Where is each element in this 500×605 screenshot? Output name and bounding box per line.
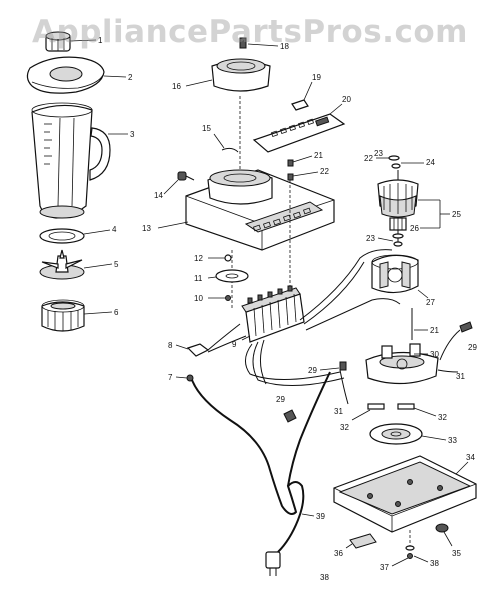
callout-p32a: 32 (340, 423, 349, 432)
callout-p25: 25 (452, 210, 461, 219)
callout-p36: 36 (334, 549, 343, 558)
switch-block (241, 285, 305, 343)
clip (221, 147, 239, 153)
washer-23 (393, 241, 403, 247)
label-plate (349, 533, 377, 549)
filler-cap (45, 31, 71, 52)
knob (291, 99, 309, 111)
grommet-29-right (439, 321, 473, 361)
callout-p23a: 23 (374, 149, 383, 158)
callout-p21a: 21 (314, 151, 323, 160)
callout-p9: 9 (232, 340, 237, 349)
callout-p29a: 29 (276, 395, 285, 404)
grommet-29-mid (339, 361, 347, 371)
callout-p33: 33 (448, 436, 457, 445)
callout-p12: 12 (194, 254, 203, 263)
power-plug (265, 551, 281, 576)
callout-p39: 39 (316, 512, 325, 521)
callout-p3: 3 (130, 130, 135, 139)
callout-p31b: 31 (456, 372, 465, 381)
spacer-21 (287, 159, 294, 167)
callout-p18: 18 (280, 42, 289, 51)
callout-p32b: 32 (438, 413, 447, 422)
terminal-32-left (367, 403, 385, 410)
callout-p37: 37 (380, 563, 389, 572)
callout-p26: 26 (410, 224, 419, 233)
callout-p11: 11 (194, 274, 203, 283)
jar-base (41, 299, 85, 332)
callout-p38b: 38 (430, 559, 439, 568)
washer-38 (405, 545, 415, 551)
callout-p24: 24 (426, 158, 435, 167)
callout-p2: 2 (128, 73, 133, 82)
callout-p5: 5 (114, 260, 119, 269)
callout-p35: 35 (452, 549, 461, 558)
callout-p29c: 29 (468, 343, 477, 352)
washer-22 (388, 155, 400, 161)
bearing-bracket (365, 343, 439, 385)
callout-p16: 16 (172, 82, 181, 91)
wire-connector (186, 323, 247, 357)
control-panel (252, 113, 346, 153)
callout-p4: 4 (112, 225, 117, 234)
blender-jar (31, 102, 111, 219)
washer-26 (392, 233, 404, 239)
callout-p13: 13 (142, 224, 151, 233)
screw-37 (407, 553, 413, 559)
jar-cover (26, 56, 105, 94)
screw-18 (239, 37, 247, 49)
strain-relief (283, 409, 297, 423)
callout-p19: 19 (312, 73, 321, 82)
bottom-cover (333, 455, 477, 533)
coupling-plate (369, 423, 423, 445)
callout-p22a: 22 (320, 167, 329, 176)
armature (377, 170, 419, 246)
callout-p21b: 21 (430, 326, 439, 335)
switch-knob (177, 171, 195, 181)
callout-p34: 34 (466, 453, 475, 462)
spacer-22 (287, 173, 294, 181)
callout-p30: 30 (430, 350, 439, 359)
callout-p31a: 31 (334, 407, 343, 416)
terminal-32-right (397, 403, 415, 410)
callout-p20: 20 (342, 95, 351, 104)
base-collar (211, 58, 271, 92)
motor-base-housing (185, 169, 335, 251)
blade-assembly (39, 249, 85, 280)
rubber-foot (435, 523, 449, 533)
callout-p7: 7 (168, 373, 173, 382)
callout-p38a: 38 (320, 573, 329, 582)
callout-p1: 1 (98, 36, 103, 45)
disc-11 (215, 269, 249, 283)
field-coil (371, 254, 419, 294)
callout-p22b: 22 (364, 154, 373, 163)
callout-p8: 8 (168, 341, 173, 350)
callout-p29b: 29 (308, 366, 317, 375)
washer-24 (391, 163, 401, 169)
callout-p10: 10 (194, 294, 203, 303)
callout-p14: 14 (154, 191, 163, 200)
callout-p15: 15 (202, 124, 211, 133)
power-cord (191, 379, 305, 553)
screw-10 (225, 295, 231, 301)
sealing-ring (39, 228, 85, 244)
callout-p23b: 23 (366, 234, 375, 243)
callout-p27: 27 (426, 298, 435, 307)
retainer-12 (224, 254, 232, 262)
callout-p6: 6 (114, 308, 119, 317)
